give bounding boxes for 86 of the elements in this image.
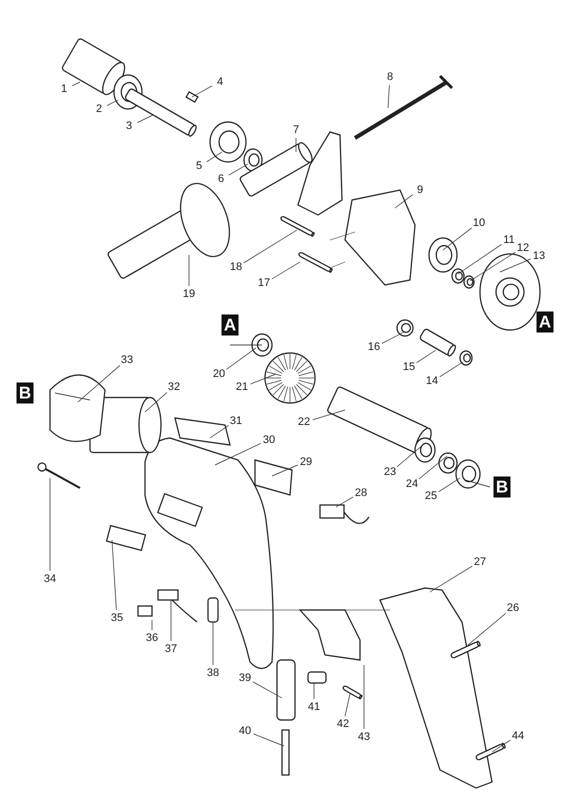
callout-number: 12 <box>516 242 530 254</box>
callout-number: 6 <box>216 173 226 185</box>
leader-line <box>438 478 460 492</box>
callout-number: 16 <box>366 341 382 353</box>
callout-number: 41 <box>306 701 322 713</box>
leader-line <box>78 364 121 402</box>
section-marker: B <box>494 476 510 498</box>
callout-number: 26 <box>506 602 520 614</box>
leader-line <box>188 254 190 286</box>
callout-number: 11 <box>502 234 516 246</box>
leader-line <box>212 622 214 666</box>
callout-number: 34 <box>42 573 58 585</box>
leader-line <box>439 362 464 378</box>
leader-line <box>170 600 172 642</box>
leader-line <box>112 540 117 610</box>
callout-number: 27 <box>472 556 488 568</box>
callout-number: 44 <box>510 730 526 742</box>
section-marker: A <box>222 314 238 336</box>
section-marker: A <box>536 312 554 332</box>
callout-number: 30 <box>262 434 276 446</box>
callout-number: 29 <box>298 456 314 468</box>
callout-number: 20 <box>212 368 226 380</box>
callout-number: 1 <box>60 83 68 95</box>
callout-number: 8 <box>386 71 394 83</box>
callout-number: 7 <box>292 124 300 136</box>
leader-line <box>192 85 212 98</box>
callout-number: 2 <box>94 103 104 115</box>
leader-line <box>442 227 472 250</box>
callout-number: 3 <box>124 120 134 132</box>
leader-line <box>226 348 256 370</box>
leader-line <box>253 734 284 746</box>
callout-number: 5 <box>194 160 204 172</box>
leader-line <box>252 681 282 698</box>
leader-line <box>470 252 516 282</box>
leader-line <box>382 332 404 344</box>
callout-number: 28 <box>354 487 368 499</box>
leader-line <box>418 456 448 480</box>
callout-number: 35 <box>110 612 124 624</box>
leader-line <box>344 694 350 717</box>
callout-number: 22 <box>296 416 312 428</box>
callout-number: 18 <box>228 261 244 273</box>
leader-line <box>312 410 346 420</box>
callout-number: 17 <box>256 277 272 289</box>
callout-number: 23 <box>382 466 398 478</box>
callout-number: 37 <box>164 643 178 655</box>
callout-number: 4 <box>216 76 224 88</box>
callout-number: 25 <box>424 490 438 502</box>
leader-line <box>136 114 154 124</box>
leader-line <box>388 84 390 108</box>
callout-number: 14 <box>424 375 440 387</box>
leader-line <box>458 244 502 274</box>
leader-line <box>394 194 414 208</box>
leader-line <box>416 350 436 364</box>
leader-line <box>492 740 511 752</box>
callout-number: 39 <box>238 672 252 684</box>
leader-line <box>72 82 80 86</box>
callout-number: 31 <box>228 415 244 427</box>
leader-line <box>144 392 168 412</box>
leader-line <box>430 566 473 592</box>
callout-number: 24 <box>404 478 420 490</box>
leader-line <box>396 444 424 468</box>
leader-line <box>250 374 276 384</box>
leader-line <box>271 262 300 280</box>
leader-line <box>500 258 532 272</box>
section-marker: B <box>16 382 34 404</box>
callout-number: 40 <box>238 725 252 737</box>
callout-number: 21 <box>234 381 250 393</box>
leader-line <box>243 230 298 264</box>
leader-line <box>336 496 354 508</box>
leader-line <box>210 425 229 438</box>
callout-number: 32 <box>166 381 182 393</box>
callout-number: 13 <box>532 250 546 262</box>
callout-number: 43 <box>356 731 372 743</box>
callout-number: 33 <box>120 354 134 366</box>
callout-number: 19 <box>182 288 196 300</box>
callout-number: 9 <box>416 184 424 196</box>
leader-line <box>106 100 118 106</box>
leader-line <box>214 443 262 466</box>
callout-number: 36 <box>144 632 160 644</box>
leader-line <box>228 164 248 176</box>
leader-line <box>206 152 222 162</box>
leader-line <box>468 612 506 646</box>
callout-number: 10 <box>472 217 486 229</box>
callout-number: 15 <box>402 361 416 373</box>
callout-number: 38 <box>206 667 220 679</box>
callout-number: 42 <box>336 718 350 730</box>
